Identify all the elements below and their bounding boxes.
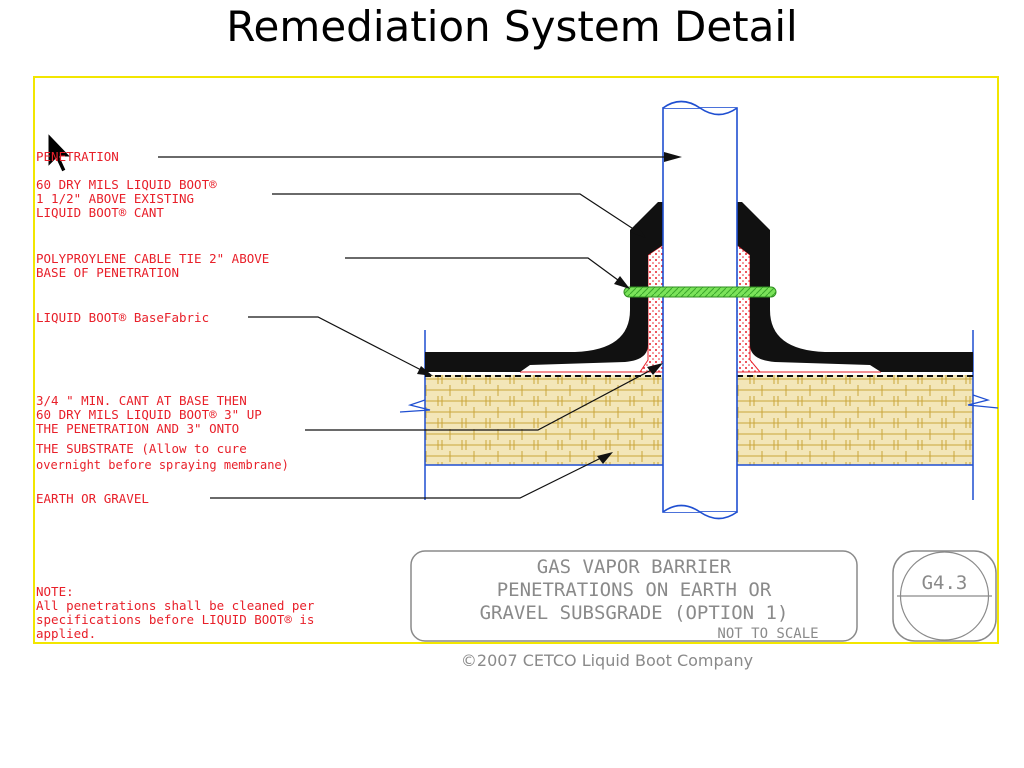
label-earth: EARTH OR GRAVEL (36, 491, 149, 506)
label-cant-5: overnight before spraying membrane) (36, 458, 289, 472)
note-line-1: All penetrations shall be cleaned per (36, 598, 315, 613)
note-block: NOTE: All penetrations shall be cleaned … (36, 584, 315, 641)
liquid-boot-membrane (425, 202, 973, 372)
leader-lines (158, 152, 682, 499)
note-line-3: applied. (36, 626, 96, 641)
note-heading: NOTE: (36, 584, 74, 599)
title-block-line-2: PENETRATIONS ON EARTH OR (497, 579, 772, 601)
label-liquid-boot-1: 60 DRY MILS LIQUID BOOT® (36, 177, 217, 192)
mouse-cursor-icon (47, 131, 73, 173)
copyright: ©2007 CETCO Liquid Boot Company (461, 651, 753, 670)
drawing-frame (33, 76, 999, 644)
title-block: GAS VAPOR BARRIER PENETRATIONS ON EARTH … (410, 550, 997, 642)
label-liquid-boot-2: 1 1/2" ABOVE EXISTING (36, 191, 194, 206)
sheet-id: G4.3 (922, 572, 968, 594)
title-block-line-3: GRAVEL SUBSGRADE (OPTION 1) (480, 602, 789, 624)
label-liquid-boot-3: LIQUID BOOT® CANT (36, 205, 164, 220)
title-block-line-1: GAS VAPOR BARRIER (537, 556, 732, 578)
label-cant-1: 3/4 " MIN. CANT AT BASE THEN (36, 393, 247, 408)
label-penetration: PENETRATION (36, 149, 119, 164)
label-cant-4: THE SUBSTRATE (Allow to cure (36, 441, 247, 456)
slide-title: Remediation System Detail (226, 2, 798, 51)
label-cant-2: 60 DRY MILS LIQUID BOOT® 3" UP (36, 407, 262, 422)
label-cable-tie-2: BASE OF PENETRATION (36, 265, 179, 280)
callout-labels: PENETRATION 60 DRY MILS LIQUID BOOT® 1 1… (36, 149, 289, 506)
label-base-fabric: LIQUID BOOT® BaseFabric (36, 310, 209, 325)
cable-tie (623, 286, 777, 298)
label-cant-3: THE PENETRATION AND 3" ONTO (36, 421, 239, 436)
pipe-penetration (662, 100, 738, 520)
label-cable-tie-1: POLYPROYLENE CABLE TIE 2" ABOVE (36, 251, 269, 266)
note-line-2: specifications before LIQUID BOOT® is (36, 612, 314, 627)
title-block-scale: NOT TO SCALE (717, 626, 818, 642)
